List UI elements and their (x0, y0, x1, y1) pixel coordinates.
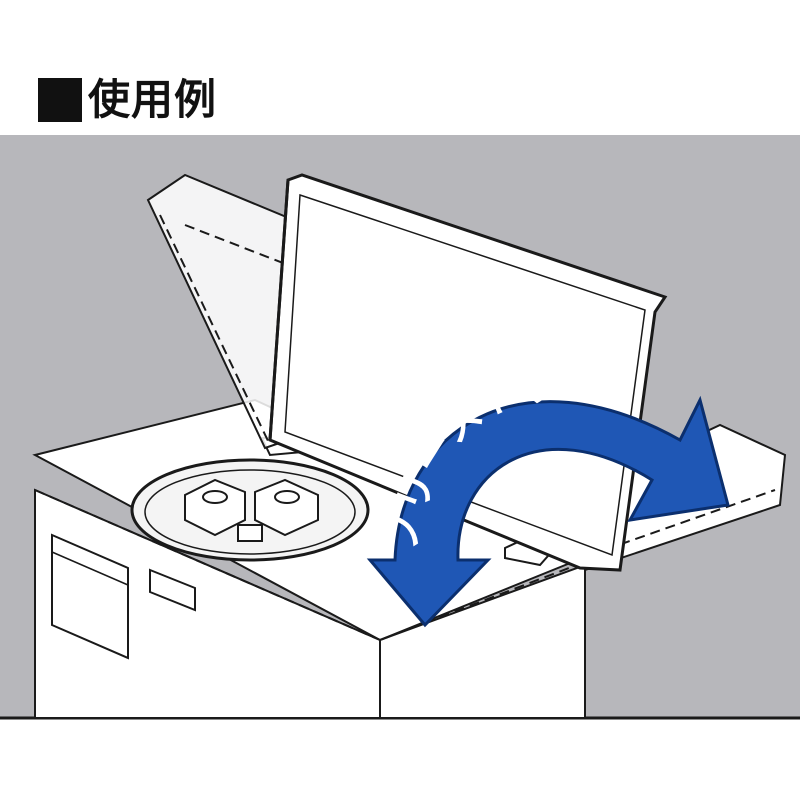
front-panel-line (51, 551, 129, 586)
rotor-chamber-rim (130, 458, 370, 562)
cabinet-edge-dash (34, 489, 381, 641)
front-slot (149, 568, 196, 612)
lid-ghost-dash-2 (159, 214, 271, 446)
page-heading: 使用例 (38, 78, 217, 122)
heading-title: 使用例 (88, 75, 218, 124)
cabinet-edge-dash-2 (379, 559, 591, 641)
heading-square-marker (38, 78, 82, 122)
rotor-chamber-inner (144, 469, 356, 555)
lid-open-inner (284, 193, 646, 557)
rotor (184, 478, 319, 542)
front-panel (51, 533, 129, 660)
lid-edge (268, 179, 290, 441)
